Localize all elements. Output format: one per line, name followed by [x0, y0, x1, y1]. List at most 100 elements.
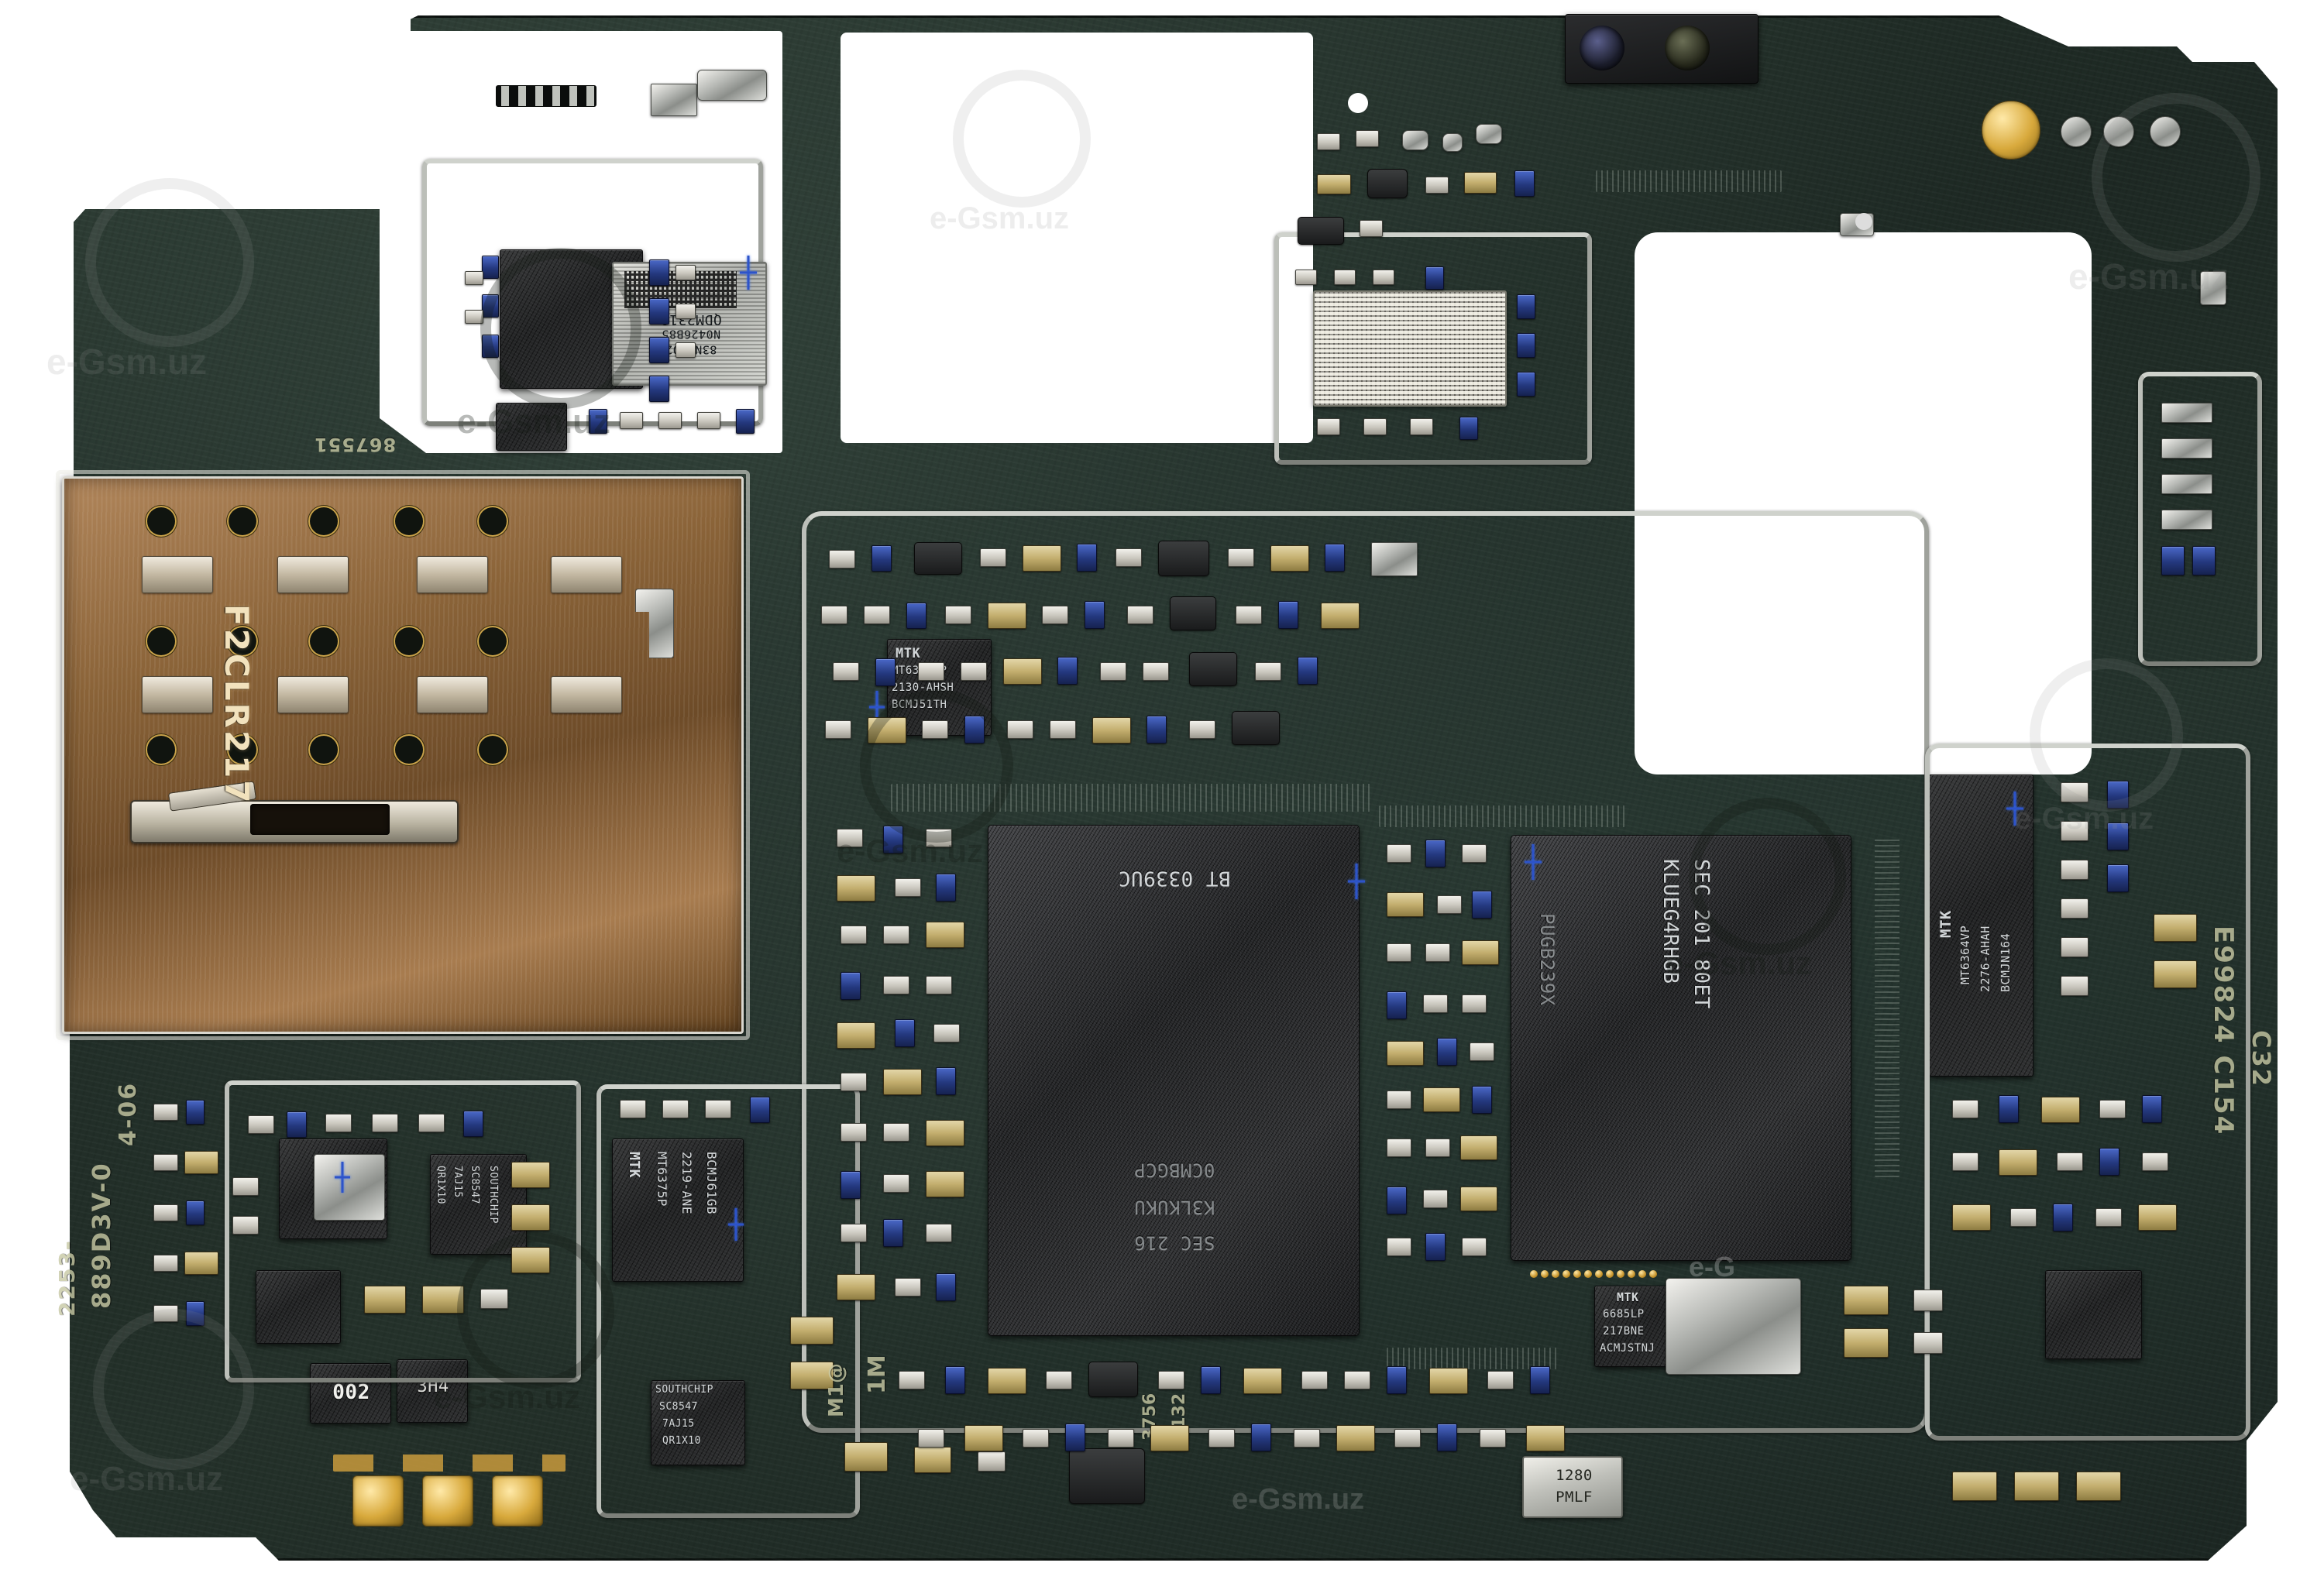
resistor: [2061, 860, 2089, 880]
resistor: [2061, 821, 2089, 841]
capacitor: [482, 335, 499, 358]
resistor: [883, 1174, 909, 1193]
sim-contact: [551, 556, 622, 593]
test-pad-strip: [496, 85, 596, 107]
resistor: [1042, 606, 1068, 624]
capacitor: [649, 376, 669, 402]
capacitor: [1429, 1368, 1468, 1394]
capacitor: [750, 1097, 770, 1123]
capacitor: [1387, 892, 1424, 917]
capacitor: [2014, 1472, 2059, 1501]
smd-field-right-column: [1937, 1084, 2216, 1410]
sim-tray-hole: [308, 506, 339, 537]
inductor: [1367, 169, 1408, 198]
shield-frame-top-center: [1274, 232, 1592, 465]
capacitor: [2192, 546, 2216, 575]
resistor: [658, 412, 682, 429]
resistor: [961, 662, 987, 681]
bga-ball-row: [1530, 1270, 1657, 1278]
ic-mtk-mt6375p: MTK MT6375P 2219-ANE BCMJ61GB: [612, 1139, 744, 1282]
resistor: [418, 1114, 445, 1132]
contact-spring: [2200, 271, 2226, 305]
resistor: [1294, 1429, 1320, 1448]
capacitor: [1999, 1095, 2019, 1123]
sensor-lens-ir: [1580, 26, 1624, 70]
southchip-b-line-4: QR1X10: [662, 1435, 701, 1447]
resistor: [620, 412, 643, 429]
resistor: [1387, 943, 1411, 962]
capacitor: [1387, 1366, 1407, 1394]
resistor: [1373, 270, 1394, 285]
inductor: [1189, 652, 1237, 686]
fiducial-mark-ufs: [1525, 844, 1542, 880]
capacitor: [871, 545, 892, 572]
sim-contact: [142, 556, 213, 593]
capacitor: [1844, 1286, 1889, 1315]
sim-card-tray: [62, 476, 744, 1034]
capacitor: [1278, 601, 1298, 629]
resistor: [1143, 662, 1169, 681]
capacitor: [1270, 545, 1309, 572]
mtk6685-line-1: MTK: [1617, 1290, 1639, 1304]
capacitor: [1462, 940, 1499, 965]
resistor: [1387, 1238, 1411, 1256]
capacitor: [1952, 1472, 1997, 1501]
crystal-line-1: 1280: [1556, 1467, 1593, 1484]
ufs-label-line-2: KLUEG4RHGB: [1659, 859, 1682, 984]
resistor: [825, 720, 851, 739]
soc-label-line-2: 0CMBGCP: [1133, 1159, 1215, 1181]
capacitor: [875, 658, 896, 686]
resistor: [153, 1154, 178, 1171]
shield-frame-lower-left: [225, 1080, 581, 1382]
sim-tray-frame: [56, 470, 750, 1040]
capacitor: [936, 1273, 956, 1301]
resistor: [1317, 133, 1340, 150]
capacitor: [945, 1366, 965, 1394]
resistor: [980, 548, 1006, 567]
resistor: [1462, 1238, 1487, 1256]
capacitor: [1437, 1424, 1457, 1451]
capacitor: [1336, 1425, 1375, 1451]
sim-contact: [277, 676, 349, 713]
solder-pad: [697, 70, 767, 101]
board-cutout-right-window: [1635, 232, 2092, 774]
resistor: [1387, 1139, 1411, 1157]
trace-bundle: [1596, 170, 1782, 192]
fiducial-mark-rf: [740, 256, 757, 290]
sim-tray-hole: [227, 506, 258, 537]
capacitor: [2107, 823, 2129, 850]
resistor: [1228, 548, 1254, 567]
inductor-002: 002: [310, 1363, 391, 1424]
resistor: [1387, 844, 1411, 863]
inductor: [1088, 1362, 1138, 1397]
sim-tray-hole: [227, 734, 258, 765]
capacitor: [906, 603, 927, 629]
capacitor: [1251, 1424, 1271, 1451]
ic-ufs-storage: SEC 201 80ET KLUEG4RHGB PUGB239X: [1511, 835, 1851, 1261]
resistor: [1344, 1371, 1370, 1389]
battery-contact-pad: [422, 1475, 473, 1527]
capacitor: [2138, 1204, 2177, 1231]
capacitor: [2041, 1097, 2080, 1123]
silk-m1: M1@: [825, 1363, 848, 1417]
fiducial-mark-lower-left: [335, 1162, 350, 1193]
shield-frame-bottom-center: [596, 1084, 860, 1518]
resistor: [1301, 1371, 1328, 1389]
capacitor: [2161, 546, 2185, 575]
capacitor: [868, 717, 906, 744]
resistor: [926, 829, 952, 847]
resistor: [153, 1204, 178, 1221]
capacitor: [988, 1368, 1026, 1394]
trace-bundle: [891, 784, 1371, 812]
resistor: [465, 271, 483, 285]
capacitor: [1464, 172, 1497, 194]
sim-tray-hole: [146, 626, 177, 657]
resistor: [926, 1224, 952, 1242]
capacitor: [422, 1286, 464, 1314]
capacitor: [649, 259, 669, 286]
resistor: [676, 265, 696, 280]
capacitor: [1387, 1041, 1424, 1066]
smd-field-upper-right: [2123, 364, 2262, 689]
ic-load-switch: [256, 1270, 341, 1344]
